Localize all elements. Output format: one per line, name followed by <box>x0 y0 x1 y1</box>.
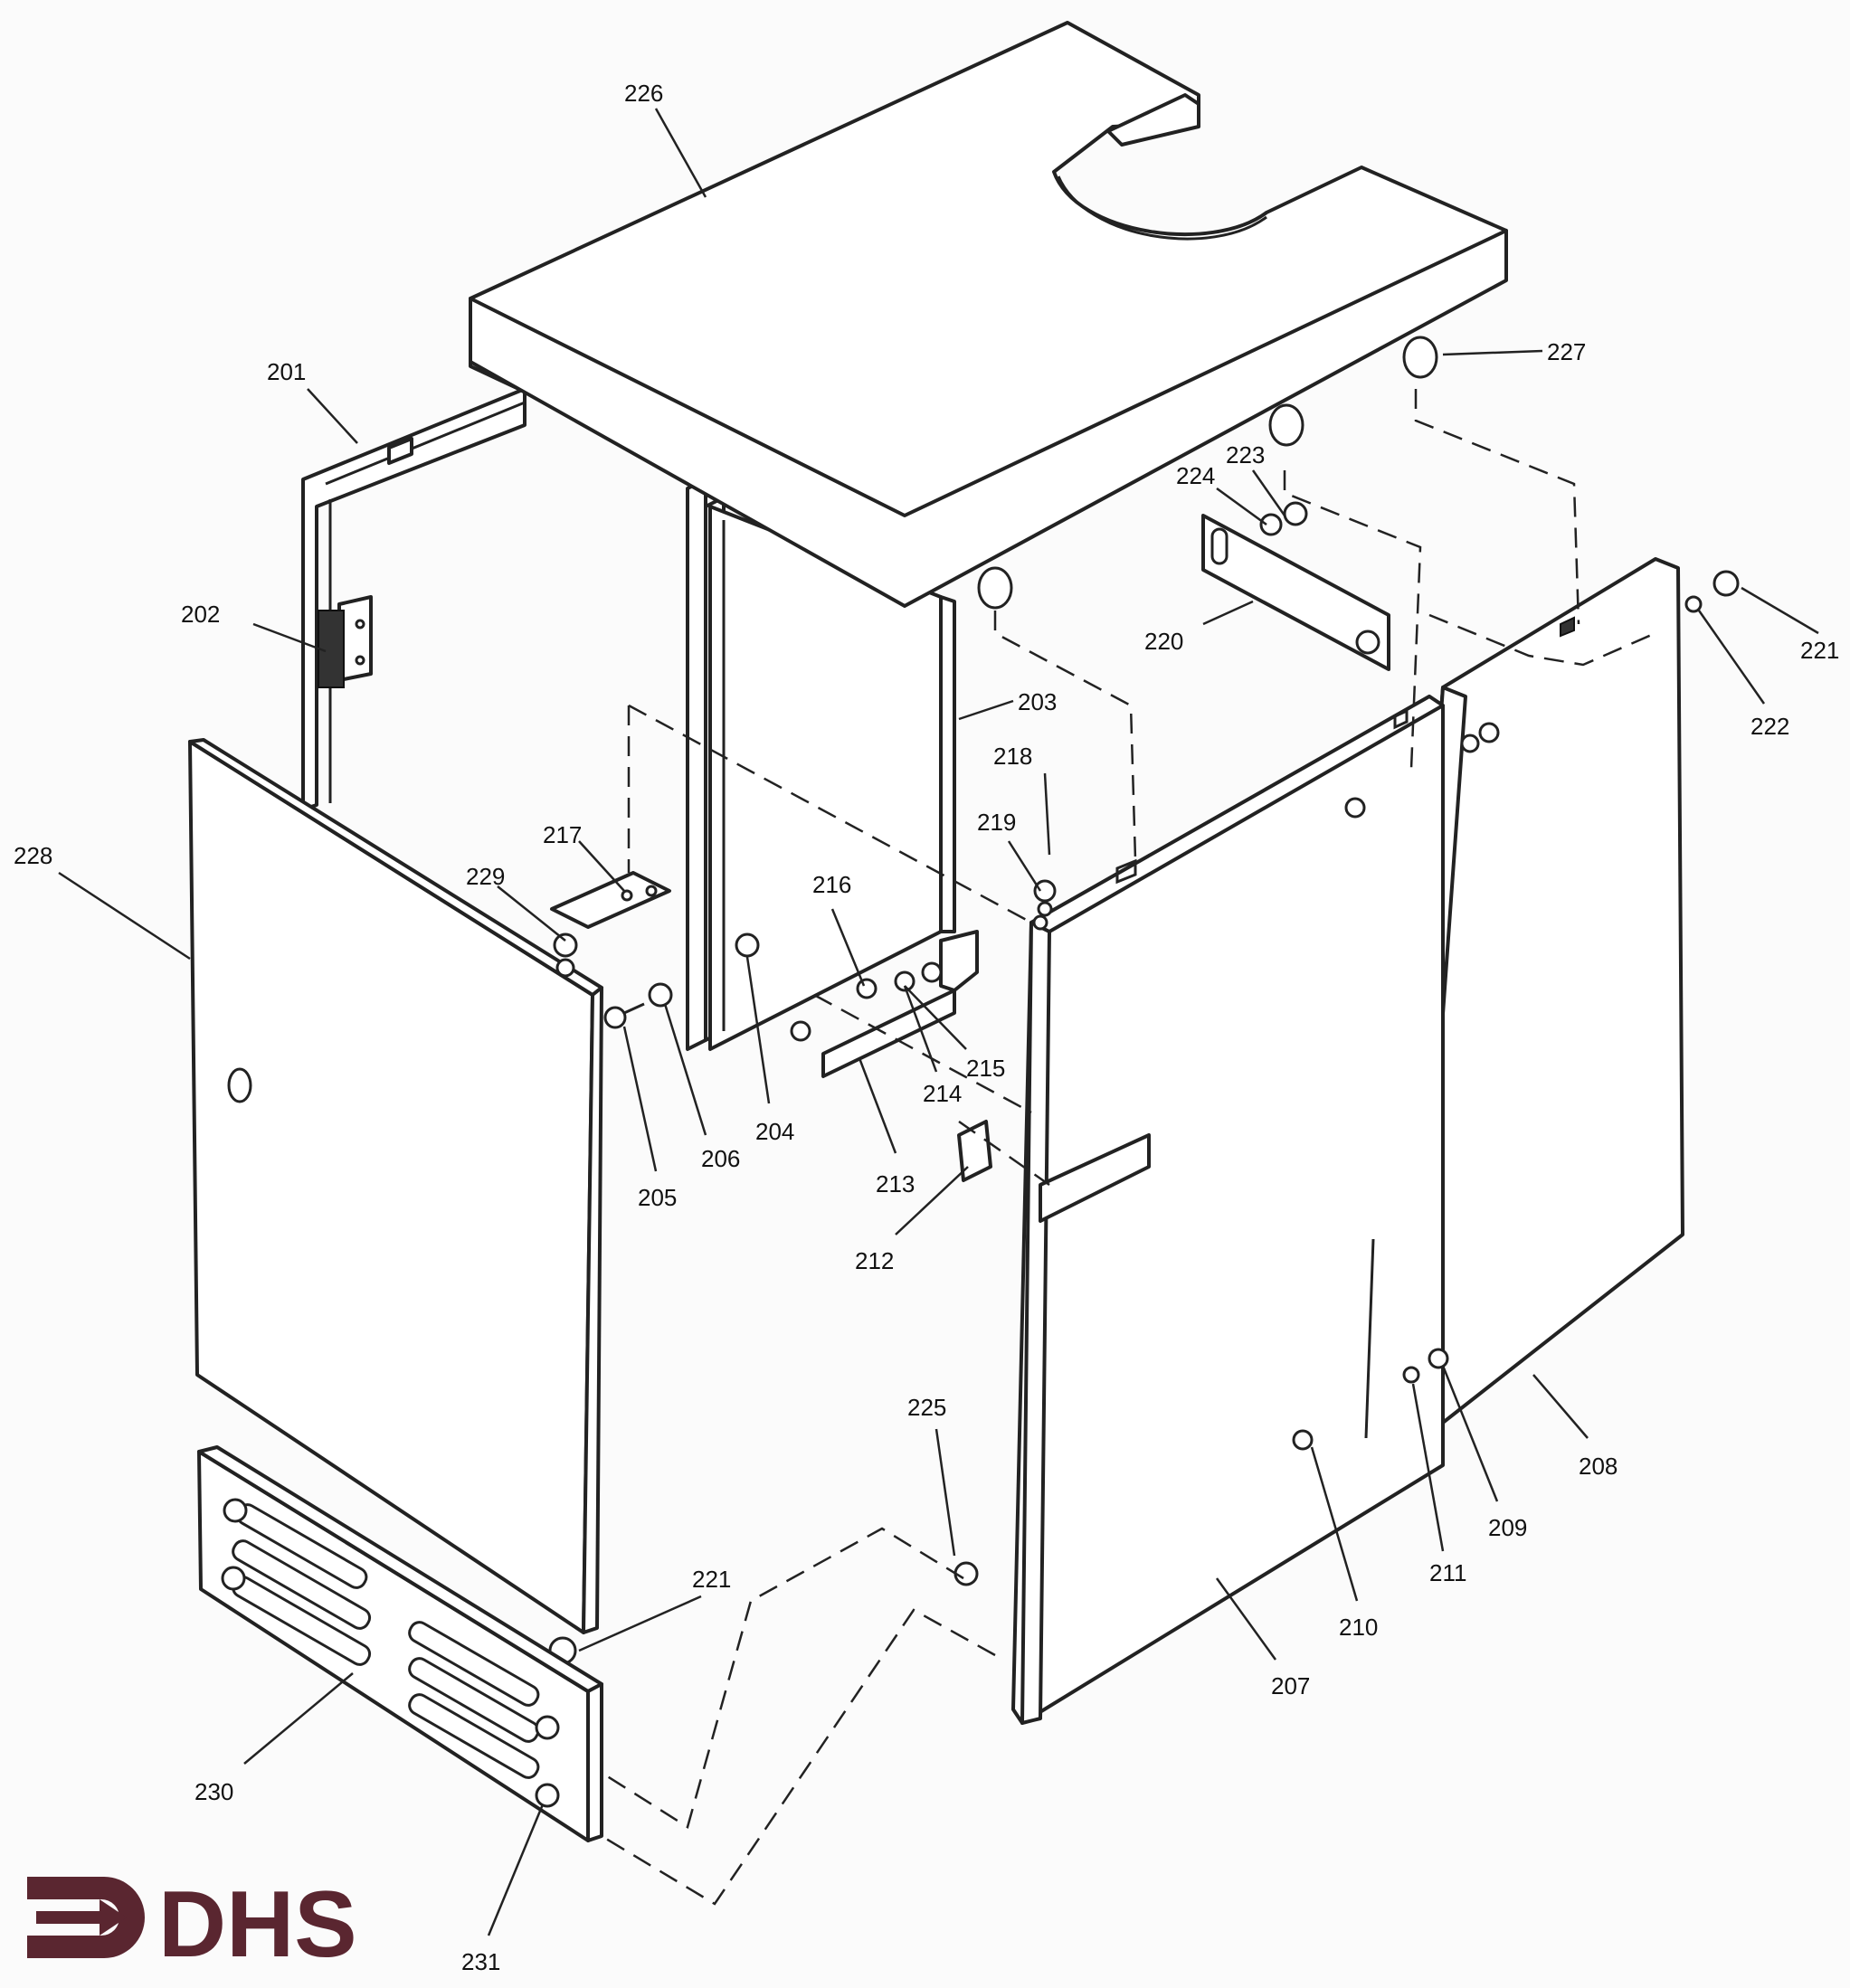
bracket-217 <box>550 871 671 929</box>
door-228 <box>188 738 603 1634</box>
label-213: 213 <box>876 1170 915 1198</box>
label-214: 214 <box>923 1080 962 1107</box>
dhs-logo-mark <box>27 1877 145 1958</box>
label-222: 222 <box>1750 713 1789 740</box>
label-207: 207 <box>1271 1672 1310 1699</box>
side-panel-207 <box>1011 695 1445 1725</box>
label-209: 209 <box>1488 1514 1527 1541</box>
label-225: 225 <box>907 1394 946 1421</box>
label-226: 226 <box>624 80 663 107</box>
worktop-226 <box>469 21 1508 608</box>
bracket-220 <box>1201 501 1390 671</box>
dhs-logo: DHS <box>27 1872 357 1977</box>
bracket-212 <box>957 1120 992 1182</box>
label-231: 231 <box>461 1948 500 1975</box>
label-230: 230 <box>194 1778 233 1805</box>
cap-nut-227 <box>977 336 1438 610</box>
label-211: 211 <box>1429 1559 1466 1586</box>
label-227: 227 <box>1547 338 1586 365</box>
label-217: 217 <box>543 821 582 848</box>
leader-lines <box>58 108 1819 1936</box>
label-215: 215 <box>966 1055 1005 1082</box>
rear-panel-203 <box>708 505 956 1051</box>
label-206: 206 <box>701 1145 740 1172</box>
label-221-top: 221 <box>1800 637 1839 664</box>
label-216: 216 <box>812 871 851 898</box>
label-204: 204 <box>755 1118 794 1145</box>
label-218: 218 <box>993 743 1032 770</box>
label-201: 201 <box>267 358 306 385</box>
catch-202 <box>318 595 373 688</box>
label-228: 228 <box>14 842 52 869</box>
hinge-213 <box>821 930 979 1078</box>
label-203: 203 <box>1018 688 1057 715</box>
label-223: 223 <box>1226 441 1265 469</box>
label-212: 212 <box>855 1247 894 1274</box>
assembly-lines <box>601 389 1656 1906</box>
label-208: 208 <box>1579 1453 1618 1480</box>
label-210: 210 <box>1339 1614 1378 1641</box>
dhs-logo-text: DHS <box>158 1872 357 1977</box>
label-219: 219 <box>977 809 1016 836</box>
label-221-bottom: 221 <box>692 1566 731 1593</box>
label-205: 205 <box>638 1184 677 1211</box>
label-229: 229 <box>466 863 505 890</box>
kick-plate-230 <box>197 1445 603 1842</box>
label-220: 220 <box>1144 628 1183 655</box>
label-224: 224 <box>1176 462 1215 489</box>
callout-labels: 226 201 227 223 224 202 220 221 222 203 … <box>14 80 1839 1975</box>
label-202: 202 <box>181 601 220 628</box>
